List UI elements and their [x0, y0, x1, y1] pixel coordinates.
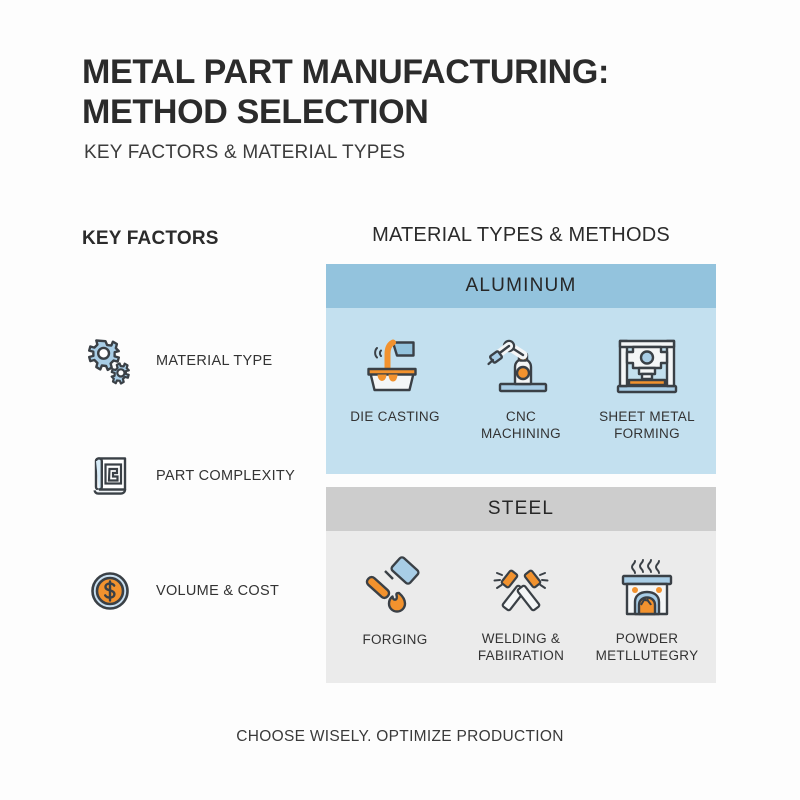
method-die-casting[interactable]: Die Casting	[332, 330, 458, 456]
method-forging[interactable]: Forging	[332, 553, 458, 665]
method-label: Die Casting	[350, 409, 440, 424]
key-factors-heading: Key Factors	[82, 228, 219, 249]
welding-torches-icon	[483, 553, 559, 622]
hammer-flame-icon	[357, 553, 433, 623]
method-powder-metallurgy[interactable]: Powder Metllutegry	[584, 553, 710, 665]
key-factor-volume-cost: Volume & Cost	[82, 563, 322, 619]
materials-heading: Material Types & Methods	[372, 224, 670, 246]
header-block: Metal Part Manufacturing:Method Selectio…	[82, 52, 722, 164]
blueprint-icon	[82, 448, 138, 504]
method-label: Forging	[362, 632, 428, 647]
method-label: CNC Machining	[481, 409, 561, 441]
key-factor-part-complexity: Part Complexity	[82, 448, 322, 504]
gears-icon	[82, 333, 138, 389]
method-cnc-machining[interactable]: CNC Machining	[458, 330, 584, 456]
page-title: Metal Part Manufacturing:Method Selectio…	[82, 52, 722, 132]
method-label: Welding & Fabiiration	[477, 631, 565, 664]
method-label: Sheet Metal Forming	[599, 409, 695, 441]
material-panel-aluminum: Aluminum Die Casting	[326, 264, 716, 474]
page-subtitle: Key Factors & Material Types	[84, 142, 406, 164]
key-factor-material-type: Material Type	[82, 333, 322, 389]
material-panel-steel: Steel Forging	[326, 487, 716, 683]
key-factor-label: Material Type	[156, 353, 273, 369]
key-factor-label: Volume & Cost	[156, 583, 280, 599]
cnc-robot-arm-icon	[483, 330, 559, 400]
method-sheet-metal-forming[interactable]: Sheet Metal Forming	[584, 330, 710, 456]
dollar-coin-icon	[82, 563, 138, 619]
method-welding-fabrication[interactable]: Welding & Fabiiration	[458, 553, 584, 665]
stamping-press-icon	[609, 330, 685, 400]
panel-header-aluminum: Aluminum	[326, 264, 716, 308]
key-factor-label: Part Complexity	[156, 468, 296, 484]
page-title-line1: Metal Part Manufacturing:	[82, 53, 610, 91]
sintering-furnace-icon	[609, 553, 685, 622]
footer-tagline: Choose Wisely. Optimize Production	[236, 728, 564, 745]
panel-body-aluminum: Die Casting	[326, 308, 716, 474]
panel-header-steel: Steel	[326, 487, 716, 531]
page-title-line2: Method Selection	[82, 93, 429, 132]
method-label: Powder Metllutegry	[595, 631, 699, 664]
panel-body-steel: Forging Welding & Fab	[326, 531, 716, 683]
die-casting-icon	[357, 330, 433, 400]
